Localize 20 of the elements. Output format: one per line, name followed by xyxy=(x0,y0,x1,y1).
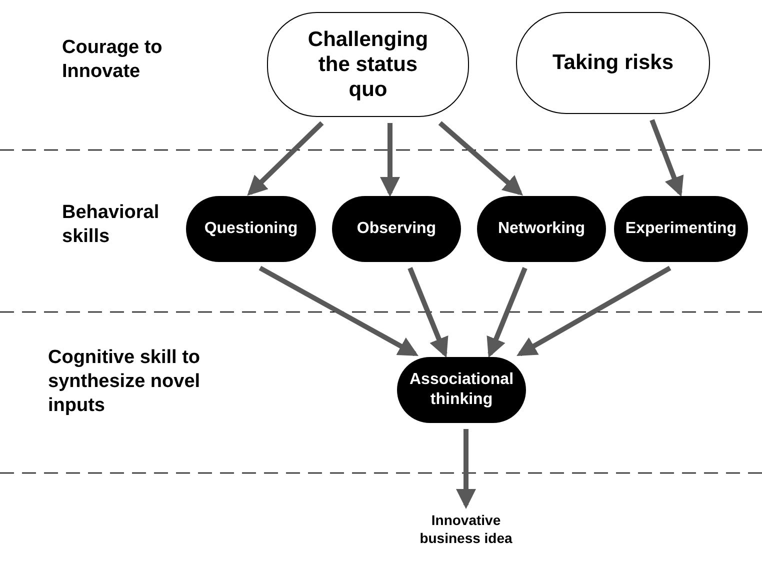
arrow xyxy=(258,266,418,356)
arrow xyxy=(516,266,672,356)
node-label: Questioning xyxy=(204,219,298,239)
arrow xyxy=(438,121,523,196)
row-label: Courage to Innovate xyxy=(62,36,164,84)
node-label: Experimenting xyxy=(625,219,737,239)
node-label: Observing xyxy=(356,219,436,239)
row-label: Behavioral skills xyxy=(62,201,160,248)
arrow xyxy=(247,121,324,196)
arrow xyxy=(650,119,684,197)
arrow xyxy=(456,429,476,509)
arrow xyxy=(408,267,448,358)
arrow xyxy=(380,123,400,197)
node-label: Challenging the status quo xyxy=(306,26,430,102)
row-label: Cognitive skill to synthesize novel inputs xyxy=(48,346,202,418)
node-label: Taking risks xyxy=(552,50,674,76)
node-label: Networking xyxy=(498,219,586,239)
node-label: Associational thinking xyxy=(409,370,514,410)
arrow xyxy=(486,267,528,358)
result-text: Innovative business idea xyxy=(416,508,516,550)
